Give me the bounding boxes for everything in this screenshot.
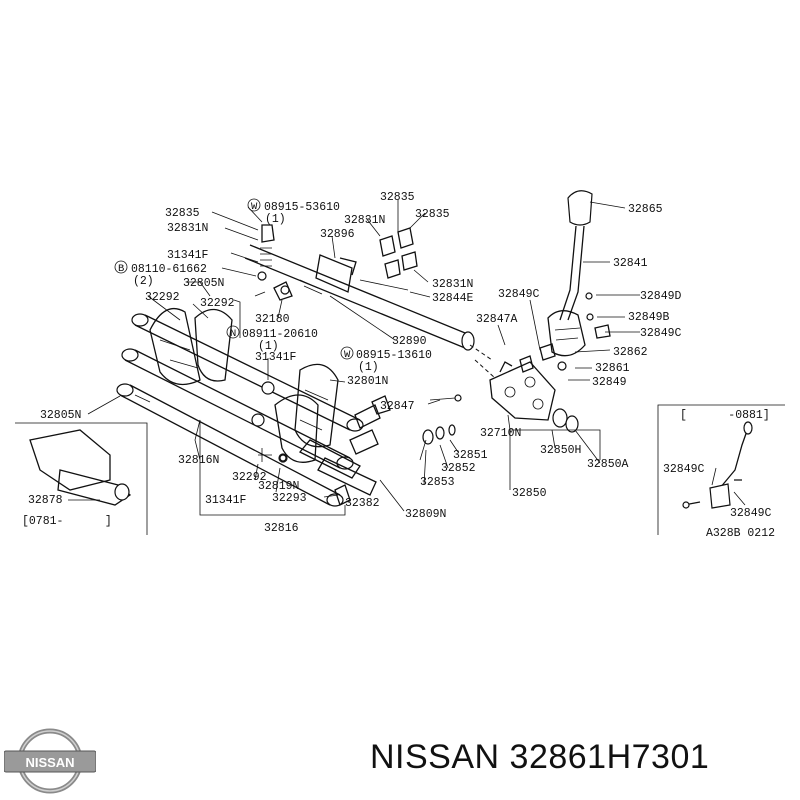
label-32805n-top: 32805N bbox=[183, 277, 224, 290]
label-32809n: 32809N bbox=[405, 508, 446, 521]
inset-right-range: [ -0881] bbox=[680, 409, 770, 422]
label-32849c-top: 32849C bbox=[498, 288, 540, 301]
label-08915-53610-qty: (1) bbox=[265, 213, 286, 226]
label-32293: 32293 bbox=[272, 492, 307, 505]
label-32849c-right: 32849C bbox=[640, 327, 682, 340]
label-32878: 32878 bbox=[28, 494, 63, 507]
label-32850h: 32850H bbox=[540, 444, 581, 457]
bolt-symbol-b: B bbox=[118, 263, 124, 275]
label-32292-left: 32292 bbox=[145, 291, 180, 304]
label-08110-61662: 08110-61662 bbox=[131, 263, 207, 276]
label-08915-13610-qty: (1) bbox=[358, 361, 379, 374]
label-31341f-low: 31341F bbox=[205, 494, 247, 507]
part-labels: 32835 W 08915-53610 (1) 32835 32831N 328… bbox=[22, 191, 775, 540]
label-32849c-inset-bottom: 32849C bbox=[730, 507, 772, 520]
label-08911-20610: 08911-20610 bbox=[242, 328, 318, 341]
label-32835-top: 32835 bbox=[380, 191, 415, 204]
label-32835-left: 32835 bbox=[165, 207, 200, 220]
label-32850a: 32850A bbox=[587, 458, 629, 471]
label-32844e: 32844E bbox=[432, 292, 474, 305]
label-32805n-left: 32805N bbox=[40, 409, 81, 422]
label-32861: 32861 bbox=[595, 362, 630, 375]
label-32292-low: 32292 bbox=[232, 471, 267, 484]
label-32896: 32896 bbox=[320, 228, 355, 241]
label-32851: 32851 bbox=[453, 449, 488, 462]
label-32890: 32890 bbox=[392, 335, 427, 348]
label-32849d: 32849D bbox=[640, 290, 682, 303]
label-32831n-left: 32831N bbox=[167, 222, 208, 235]
label-08911-20610-qty: (1) bbox=[258, 340, 279, 353]
washer-symbol-w: W bbox=[251, 201, 258, 213]
label-32865: 32865 bbox=[628, 203, 663, 216]
label-32849b: 32849B bbox=[628, 311, 670, 324]
label-08915-53610: 08915-53610 bbox=[264, 201, 340, 214]
label-32816n: 32816N bbox=[178, 454, 219, 467]
label-32847: 32847 bbox=[380, 400, 415, 413]
label-32852: 32852 bbox=[441, 462, 476, 475]
figure-code: A328B 0212 bbox=[706, 527, 775, 540]
nut-symbol-n: N bbox=[230, 328, 236, 340]
label-32819n: 32819N bbox=[258, 480, 299, 493]
label-32292-mid: 32292 bbox=[200, 297, 235, 310]
logo-text: NISSAN bbox=[25, 755, 74, 770]
inset-left-range: [0781- ] bbox=[22, 515, 112, 528]
label-32849c-inset-top: 32849C bbox=[663, 463, 705, 476]
label-32831n-right: 32831N bbox=[432, 278, 473, 291]
label-32853: 32853 bbox=[420, 476, 455, 489]
label-32835-right: 32835 bbox=[415, 208, 450, 221]
label-32180: 32180 bbox=[255, 313, 290, 326]
label-32849: 32849 bbox=[592, 376, 627, 389]
label-31341f-mid: 31341F bbox=[255, 351, 297, 364]
label-08915-13610: 08915-13610 bbox=[356, 349, 432, 362]
label-32710n: 32710N bbox=[480, 427, 521, 440]
label-31341f-top: 31341F bbox=[167, 249, 209, 262]
part-number-caption: NISSAN 32861H7301 bbox=[370, 738, 710, 776]
label-08110-61662-qty: (2) bbox=[133, 275, 154, 288]
label-32816: 32816 bbox=[264, 522, 299, 535]
label-32382: 32382 bbox=[345, 497, 380, 510]
label-32862: 32862 bbox=[613, 346, 648, 359]
nissan-logo: NISSAN bbox=[4, 728, 96, 794]
label-32850: 32850 bbox=[512, 487, 547, 500]
drawing bbox=[15, 190, 785, 535]
label-32801n: 32801N bbox=[347, 375, 388, 388]
label-32847a: 32847A bbox=[476, 313, 518, 326]
washer-symbol-w2: W bbox=[344, 349, 351, 361]
label-32841: 32841 bbox=[613, 257, 648, 270]
label-32831n-top: 32831N bbox=[344, 214, 385, 227]
